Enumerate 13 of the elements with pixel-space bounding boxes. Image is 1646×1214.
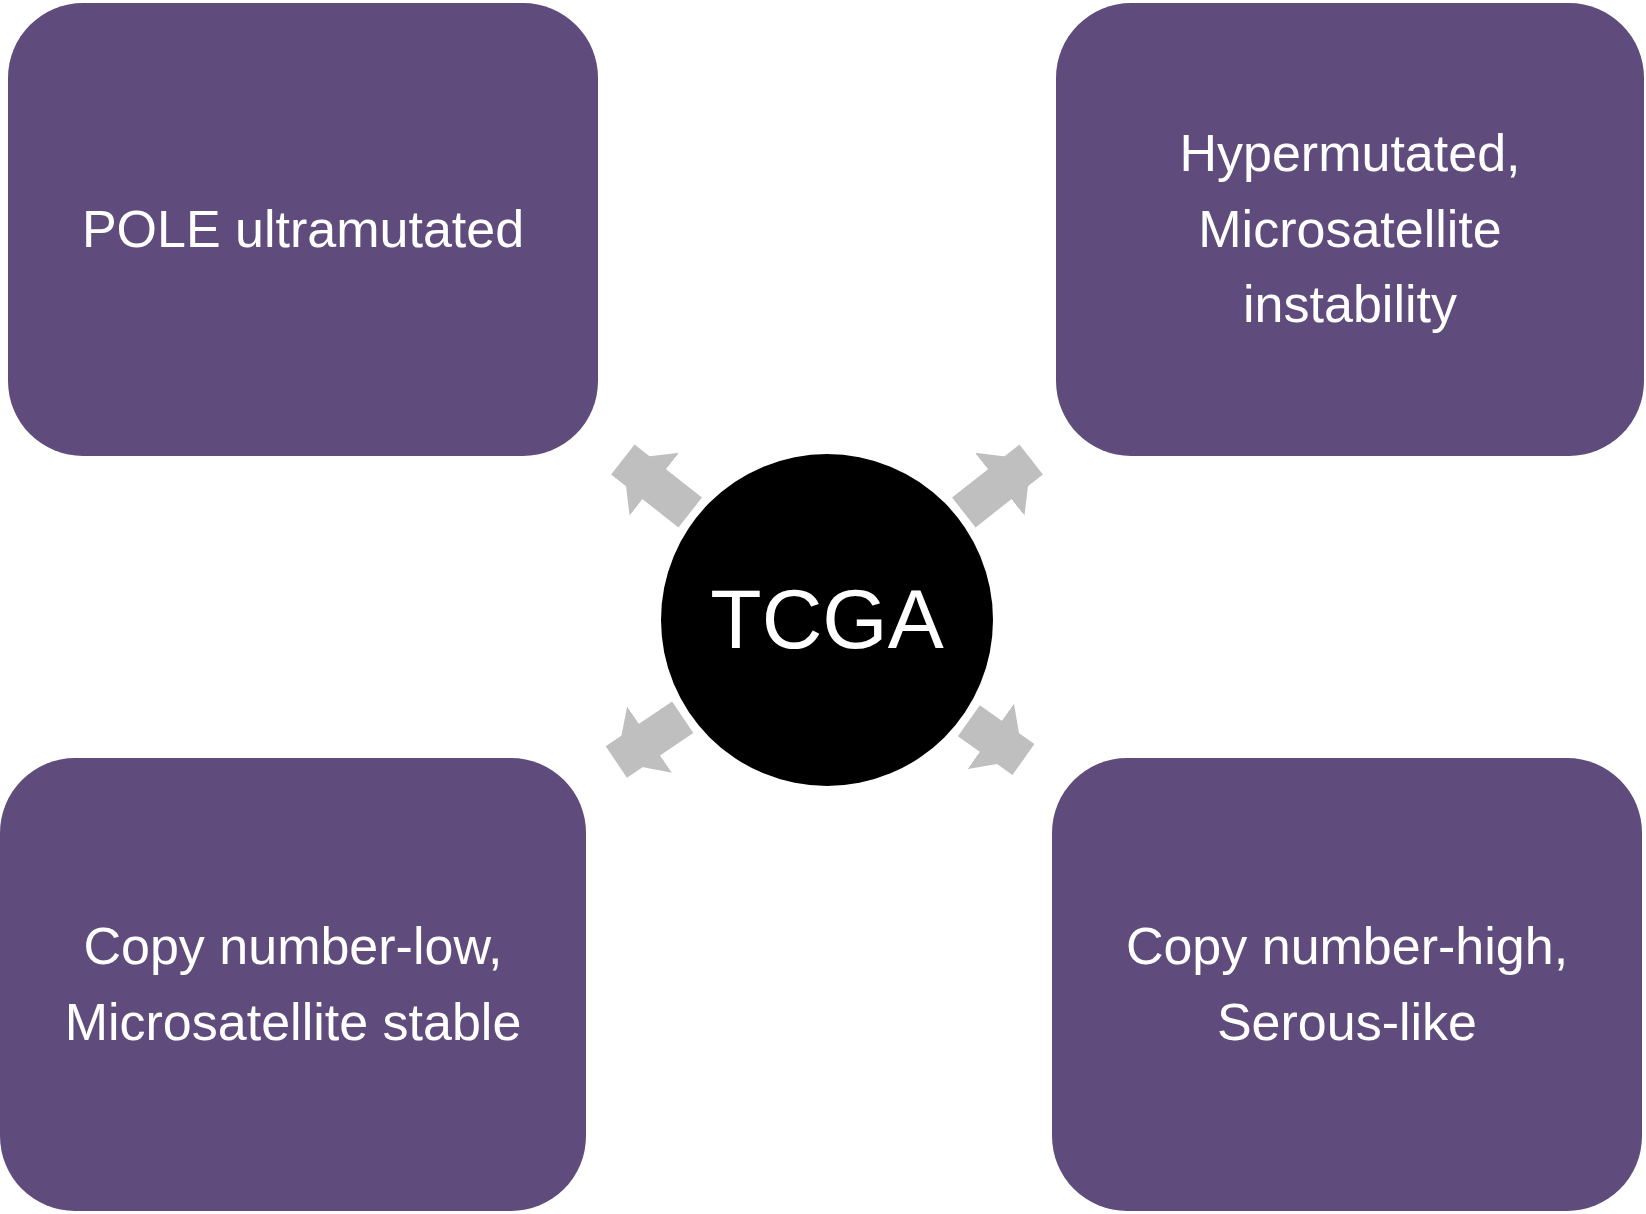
node-label: Hypermutated, Microsatellite instability [1178,123,1522,336]
category-box [0,758,586,1211]
node-label: Copy number-low, Microsatellite stable [63,916,523,1053]
node-label: TCGA [710,571,944,669]
category-box [1056,3,1644,456]
node-label: Copy number-high, Serous-like [1124,916,1570,1053]
block-arrow [952,444,1043,528]
node-label: POLE ultramutated [81,198,525,260]
category-box [8,3,598,456]
category-box [1052,758,1642,1211]
block-arrow [611,444,702,528]
block-arrow [957,703,1035,775]
block-arrow [605,701,694,778]
